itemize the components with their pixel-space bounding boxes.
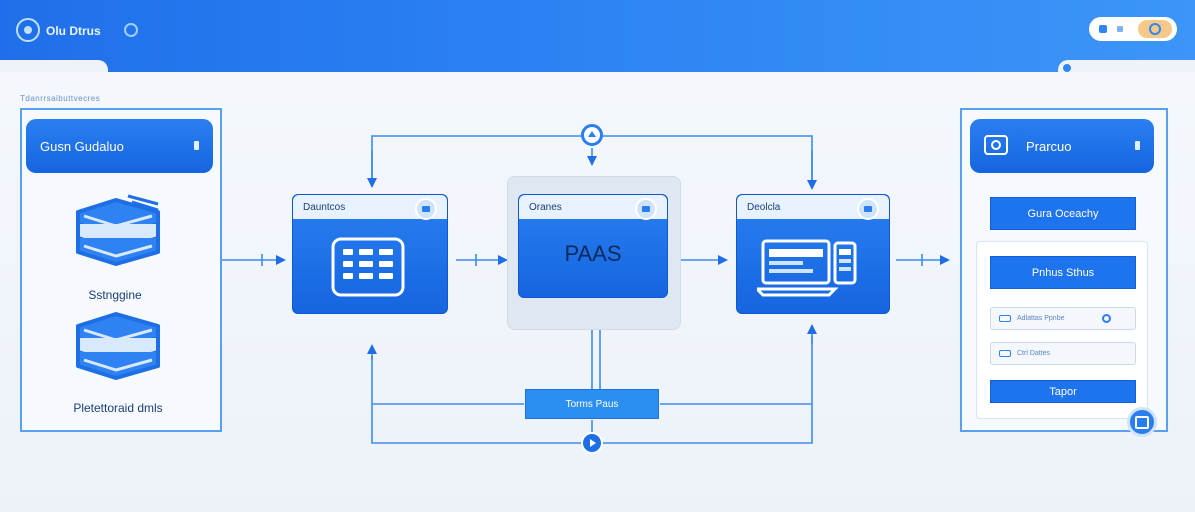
indicator-dot bbox=[1063, 64, 1071, 72]
settings-badge-icon[interactable] bbox=[857, 198, 879, 220]
field-label: Ctrl Dattes bbox=[1017, 350, 1051, 357]
bottom-process-button[interactable]: Torms Paus bbox=[525, 389, 659, 419]
menu-icon[interactable] bbox=[1117, 26, 1123, 32]
pin-icon[interactable] bbox=[581, 124, 603, 146]
status-circle-icon[interactable] bbox=[124, 23, 138, 37]
header-controls[interactable] bbox=[1089, 17, 1177, 41]
right-panel-field[interactable]: Ctrl Dattes bbox=[990, 342, 1136, 365]
section-caption: Tdanrrsaibuttvecres bbox=[20, 94, 101, 103]
header-tab-right bbox=[1058, 60, 1195, 74]
field-icon bbox=[999, 315, 1011, 322]
settings-badge-icon[interactable] bbox=[635, 198, 657, 220]
right-panel-title: Prarcuo bbox=[1026, 138, 1072, 154]
paas-label: PAAS bbox=[564, 241, 622, 266]
header-tab-left bbox=[0, 60, 108, 74]
right-panel-button[interactable]: Pnhus Sthus bbox=[990, 256, 1136, 289]
field-label: Adlattas Ppnbe bbox=[1017, 315, 1065, 322]
app-header bbox=[0, 0, 1195, 72]
right-panel-button[interactable]: Gura Oceachy bbox=[990, 197, 1136, 230]
monitor-icon bbox=[757, 239, 857, 297]
storage-stack-icon bbox=[76, 194, 160, 266]
radio-icon[interactable] bbox=[1102, 314, 1111, 323]
left-panel-title: Gusn Gudaluo bbox=[40, 138, 124, 154]
gear-icon[interactable] bbox=[16, 18, 40, 42]
settings-badge-icon[interactable] bbox=[415, 198, 437, 220]
camera-icon bbox=[984, 135, 1008, 155]
right-panel-field[interactable]: Adlattas Ppnbe bbox=[990, 307, 1136, 330]
right-panel-header[interactable]: Prarcuo bbox=[970, 119, 1154, 173]
bookmark-icon bbox=[194, 141, 199, 150]
left-panel-header[interactable]: Gusn Gudaluo bbox=[26, 119, 213, 173]
app-title: Olu Dtrus bbox=[46, 24, 101, 38]
lock-icon[interactable] bbox=[1127, 407, 1157, 437]
theme-toggle[interactable] bbox=[1138, 20, 1172, 38]
storage-stack-icon bbox=[76, 312, 160, 380]
grid-icon[interactable] bbox=[1099, 25, 1107, 33]
table-grid-icon bbox=[331, 237, 405, 297]
module-data-source[interactable]: Dauntcos bbox=[292, 194, 448, 314]
field-icon bbox=[999, 350, 1011, 357]
module-deploy[interactable]: Deolcla bbox=[736, 194, 890, 314]
right-panel-button[interactable]: Tapor bbox=[990, 380, 1136, 403]
play-icon[interactable] bbox=[581, 432, 603, 454]
left-panel-item-label: Pletettoraid dmls bbox=[73, 401, 163, 415]
left-panel-item-label: Sstnggine bbox=[88, 288, 142, 302]
module-paas[interactable]: Oranes PAAS bbox=[518, 194, 668, 298]
bookmark-icon bbox=[1135, 141, 1140, 150]
